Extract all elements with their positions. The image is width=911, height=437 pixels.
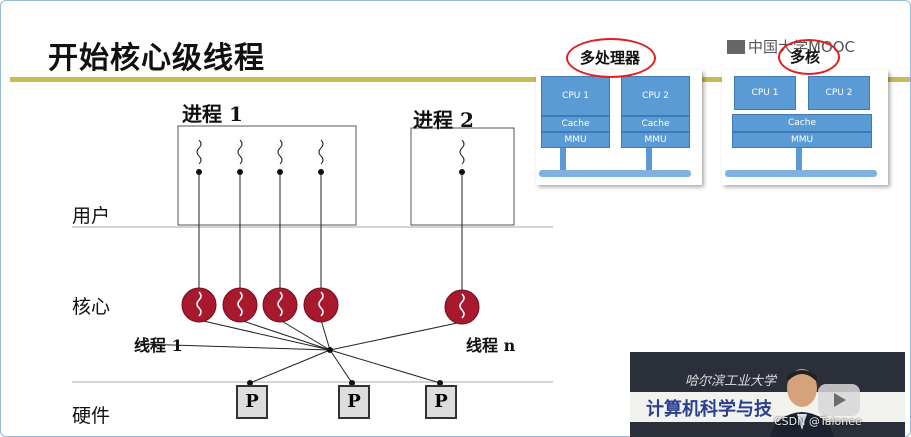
mc-cpu1: CPU 1 [734,76,796,110]
mp-mmu1: MMU [541,132,610,148]
layer-user-label: 用户 [72,205,111,227]
processor-box: P [236,385,268,419]
mc-cache: Cache [732,114,872,132]
user-thread-squiggle [196,139,202,165]
kernel-thread-squiggles [196,291,465,319]
mp-system-bus [539,170,691,177]
process1-box [177,125,357,226]
mp-mmu2: MMU [621,132,690,148]
processor-box: P [338,385,370,419]
layer-hardware-label: 硬件 [72,405,111,427]
process2-label: 进程 2 [413,108,474,132]
dispatch-point [327,347,333,353]
mp-cache2: Cache [621,116,690,132]
multicore-label: 多核 [790,48,821,66]
processor-dots [247,380,443,386]
multiprocessor-label: 多处理器 [580,49,641,67]
slide-title: 开始核心级线程 [48,41,265,76]
mp-cpu2: CPU 2 [621,76,690,116]
mooc-logo-icon [727,40,745,54]
title-underline [10,77,910,82]
mc-mmu: MMU [732,132,872,148]
mc-cpu2: CPU 2 [808,76,870,110]
kernel-thread-ball [222,287,258,323]
layer-kernel-label: 核心 [72,296,111,318]
video-banner-text: 计算机科学与技 [646,399,772,420]
multiprocessor-highlight [566,38,656,78]
user-thread-squiggle [237,139,243,165]
instructor-video[interactable]: 哈尔滨工业大学 计算机科学与技 [630,352,905,437]
kernel-thread-ball [262,287,298,323]
scheduler-lines [139,319,463,384]
play-icon [834,393,846,407]
multicore-panel: CPU 1 CPU 2 Cache MMU [722,70,888,185]
user-thread-squiggle [318,139,324,165]
multicore-highlight [778,39,840,75]
user-thread-squiggle [277,139,283,165]
mp-cpu1: CPU 1 [541,76,610,116]
kernel-threads [181,287,480,325]
user-thread-dots [196,169,465,175]
user-thread-squiggle [459,139,465,165]
play-button[interactable] [818,384,860,416]
kernel-thread-ball [444,289,480,325]
csdn-watermark: CSDN @Talonee [774,415,862,428]
mc-bus-stem [796,148,802,170]
kernel-thread-ball [303,287,339,323]
mp-bus-stem [560,148,566,170]
mp-cache1: Cache [541,116,610,132]
instructor-figure [770,369,834,437]
video-banner-script: 哈尔滨工业大学 [685,374,777,389]
user-threads [196,139,465,290]
threadn-label: 线程 n [466,336,516,355]
processor-box: P [425,385,457,419]
mp-bus-stem [646,148,652,170]
thread1-label: 线程 1 [134,336,183,355]
kernel-thread-ball [181,287,217,323]
multiprocessor-panel: CPU 1 CPU 2 Cache Cache MMU MMU [536,70,702,185]
mc-system-bus [725,170,877,177]
process1-label: 进程 1 [182,102,243,126]
